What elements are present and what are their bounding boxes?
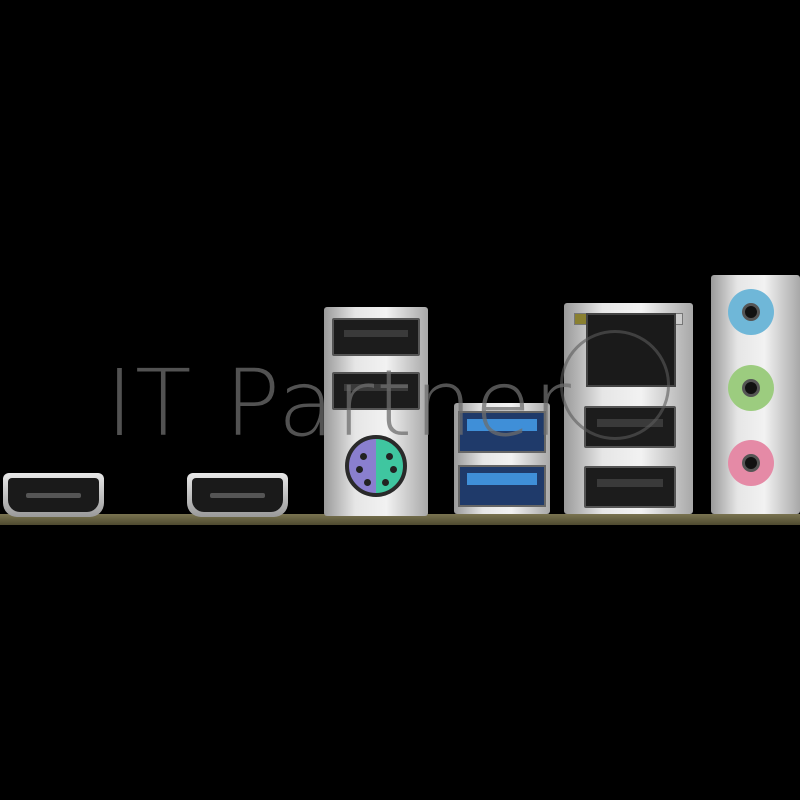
audio-jack-line-in [728,289,774,335]
audio-panel [711,275,800,514]
usb3-stack [454,403,550,514]
usb3-port [458,465,546,507]
ps2-combo-port [345,435,407,497]
pcb-edge [0,514,800,525]
usb3-port [458,411,546,453]
usb2-port [584,466,676,508]
audio-jack-line-out [728,365,774,411]
usb2-port [332,318,420,356]
hdmi-port-1 [3,473,104,517]
hdmi-port-2 [187,473,288,517]
watermark-logo [560,330,670,440]
usb2-port [332,372,420,410]
ps2-usb-stack [324,307,428,516]
audio-jack-mic [728,440,774,486]
